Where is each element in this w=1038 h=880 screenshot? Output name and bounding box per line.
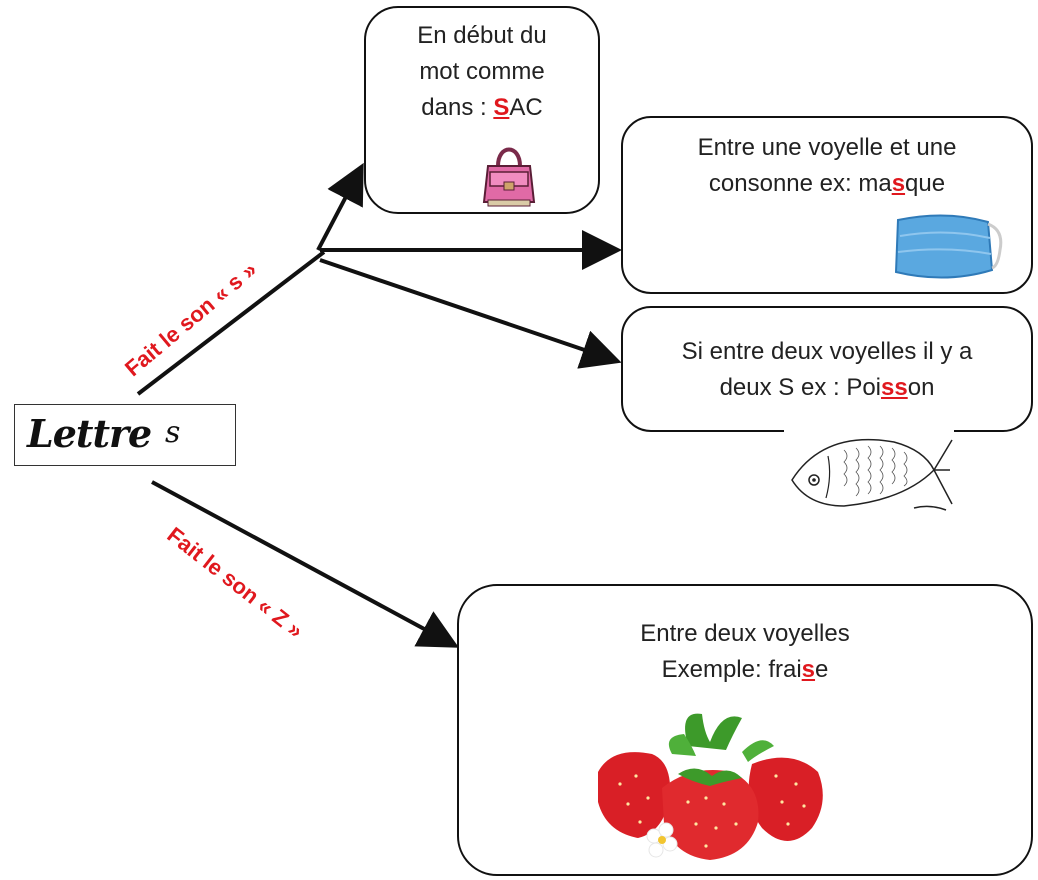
strawberries-icon bbox=[598, 713, 823, 860]
center-word: Lettre bbox=[27, 411, 152, 456]
box-ds-line2: deux S ex : Poisson bbox=[623, 370, 1031, 406]
box-debut-line2: mot comme bbox=[419, 58, 545, 85]
line-suffix: AC bbox=[509, 94, 543, 121]
highlight-letter: S bbox=[493, 94, 510, 121]
box-vc-line1: Entre une voyelle et une bbox=[697, 134, 957, 161]
line-prefix: consonne ex: ma bbox=[708, 170, 892, 197]
box-ds-line1: Si entre deux voyelles il y a bbox=[681, 338, 973, 365]
arrow-to-hub bbox=[136, 250, 326, 396]
highlight-letter: s bbox=[801, 656, 816, 683]
line-suffix: on bbox=[907, 374, 935, 401]
line-prefix: deux S ex : Poi bbox=[719, 374, 882, 401]
highlight-letter: s bbox=[891, 170, 906, 197]
box-debut-line3: dans : SAC bbox=[366, 90, 598, 126]
line-prefix: dans : bbox=[421, 94, 494, 121]
arrow-deux-s bbox=[319, 258, 622, 369]
box-debut-du-mot: En début du mot comme dans : SAC bbox=[364, 6, 600, 214]
line-suffix: que bbox=[905, 170, 946, 197]
mask-icon bbox=[894, 214, 1003, 279]
center-node-lettre: Lettre s bbox=[14, 404, 236, 466]
highlight-letter: ss bbox=[881, 374, 908, 401]
bag-icon bbox=[482, 147, 536, 207]
box-debut-line1: En début du bbox=[417, 22, 547, 49]
box-deux-s: Si entre deux voyelles il y a deux S ex … bbox=[621, 306, 1033, 432]
box-edv-line1: Entre deux voyelles bbox=[640, 620, 850, 647]
fish-icon bbox=[784, 420, 954, 512]
box-vc-line2: consonne ex: masque bbox=[623, 166, 1031, 202]
line-suffix: e bbox=[815, 656, 829, 683]
arrow-debut bbox=[316, 162, 364, 251]
arrow-entre-voyelles bbox=[151, 480, 460, 648]
line-prefix: Exemple: frai bbox=[661, 656, 802, 683]
center-letter: s bbox=[165, 415, 181, 450]
box-edv-line2: Exemple: fraise bbox=[459, 652, 1031, 688]
